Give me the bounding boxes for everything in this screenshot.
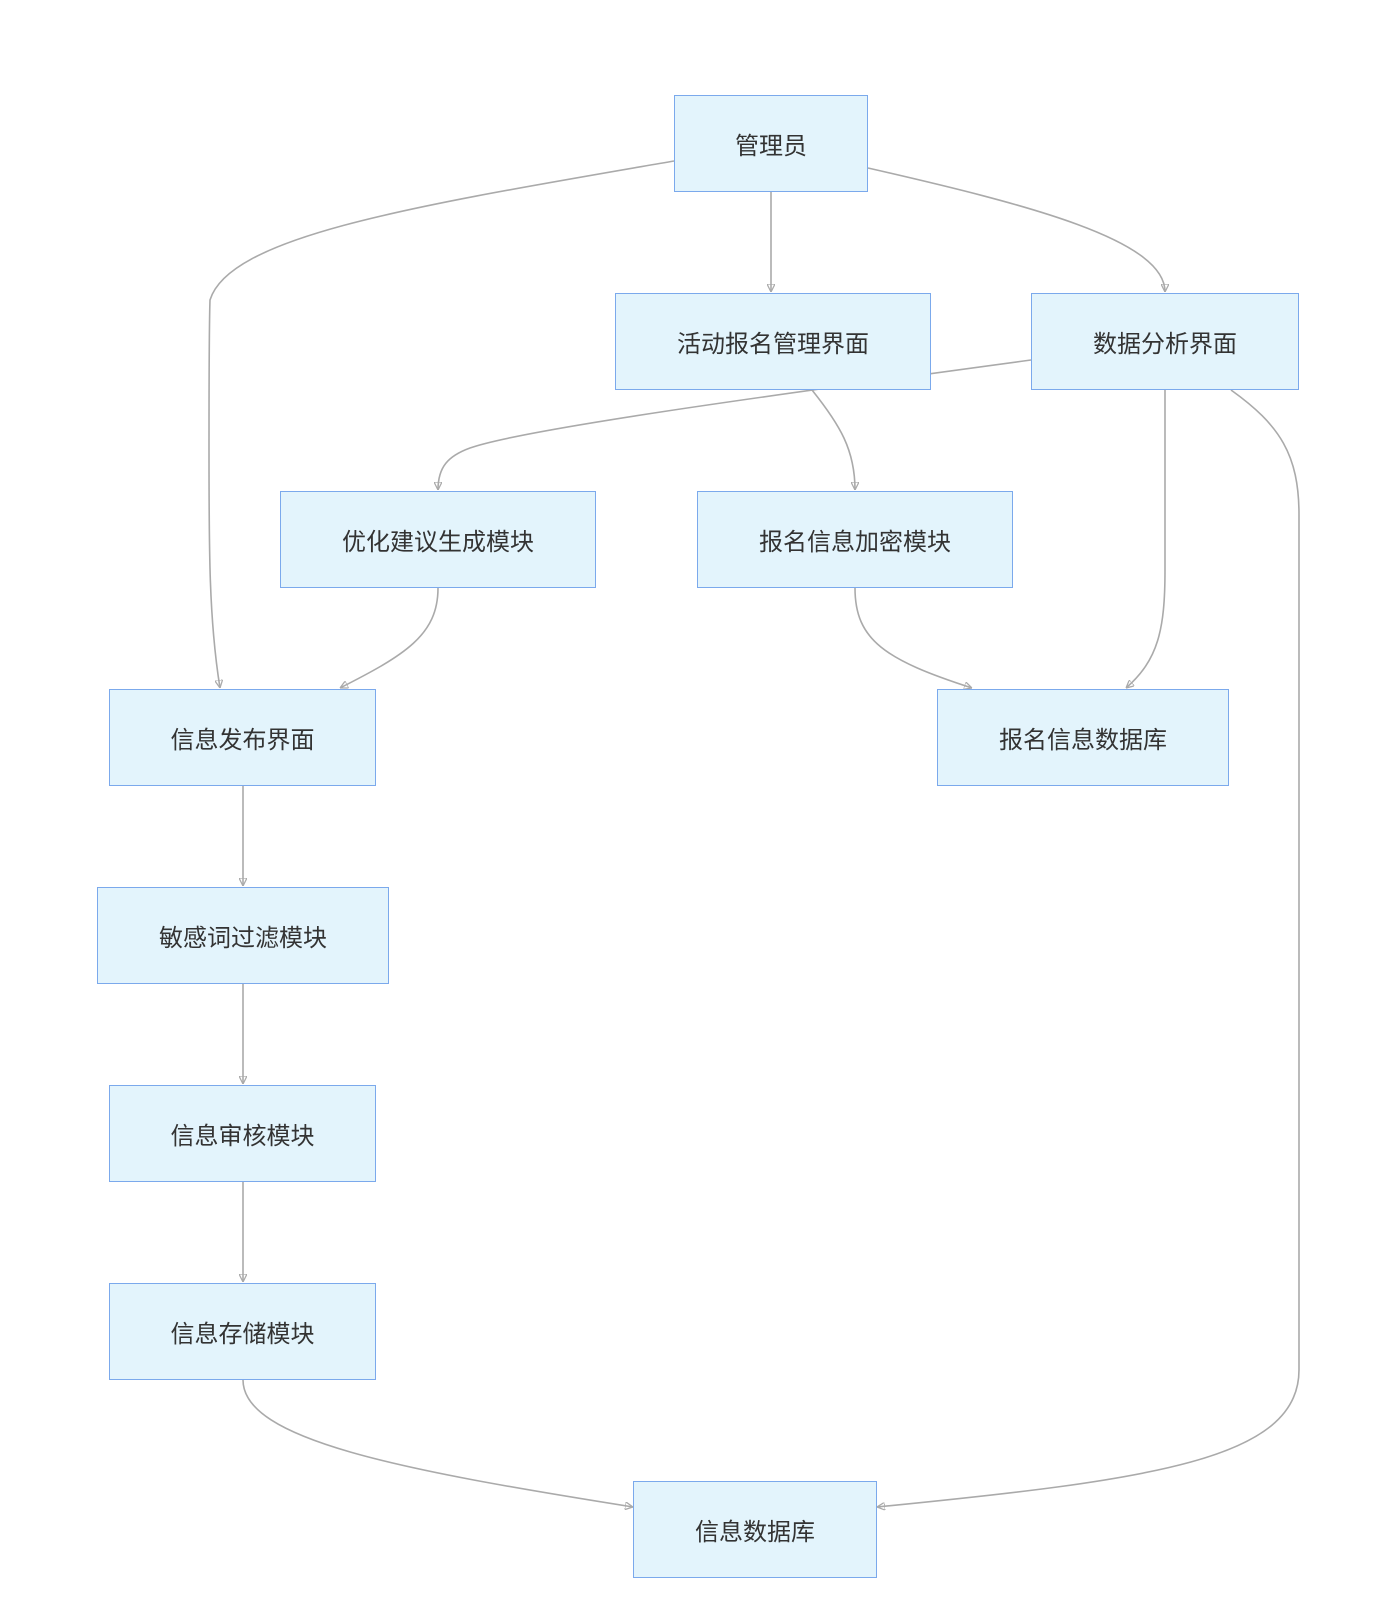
edge-encryption-to-regdb bbox=[854, 587, 972, 688]
node-sensitive-word-filter-module-label: 敏感词过滤模块 bbox=[159, 924, 327, 952]
node-registration-encryption-module: 报名信息加密模块 bbox=[697, 491, 1013, 588]
node-info-database: 信息数据库 bbox=[633, 1481, 877, 1578]
node-info-publish-ui-label: 信息发布界面 bbox=[170, 726, 315, 754]
node-registration-database: 报名信息数据库 bbox=[937, 689, 1229, 786]
node-admin: 管理员 bbox=[674, 95, 868, 192]
edge-admin-to-analysis bbox=[867, 167, 1165, 292]
edge-admin-to-publish bbox=[208, 160, 675, 688]
node-info-storage-module-label: 信息存储模块 bbox=[170, 1320, 315, 1348]
node-info-publish-ui: 信息发布界面 bbox=[109, 689, 376, 786]
edge-activity-to-encryption bbox=[811, 389, 855, 490]
node-data-analysis-ui-label: 数据分析界面 bbox=[1093, 330, 1237, 358]
node-sensitive-word-filter-module: 敏感词过滤模块 bbox=[97, 887, 389, 984]
node-registration-encryption-module-label: 报名信息加密模块 bbox=[759, 528, 951, 556]
node-data-analysis-ui: 数据分析界面 bbox=[1031, 293, 1299, 390]
edge-analysis-to-infodb bbox=[877, 389, 1300, 1507]
edge-storage-to-infodb bbox=[242, 1379, 633, 1507]
edge-suggestion-to-publish bbox=[340, 587, 439, 689]
node-info-database-label: 信息数据库 bbox=[695, 1518, 815, 1546]
node-activity-registration-ui: 活动报名管理界面 bbox=[615, 293, 931, 390]
node-info-review-module: 信息审核模块 bbox=[109, 1085, 376, 1182]
node-info-storage-module: 信息存储模块 bbox=[109, 1283, 376, 1380]
node-registration-database-label: 报名信息数据库 bbox=[999, 726, 1167, 754]
node-optimization-suggestion-module: 优化建议生成模块 bbox=[280, 491, 596, 588]
node-activity-registration-ui-label: 活动报名管理界面 bbox=[677, 330, 869, 358]
node-admin-label: 管理员 bbox=[735, 132, 807, 160]
edge-analysis-to-regdb bbox=[1126, 390, 1166, 688]
node-info-review-module-label: 信息审核模块 bbox=[170, 1122, 315, 1150]
node-optimization-suggestion-module-label: 优化建议生成模块 bbox=[342, 528, 534, 556]
